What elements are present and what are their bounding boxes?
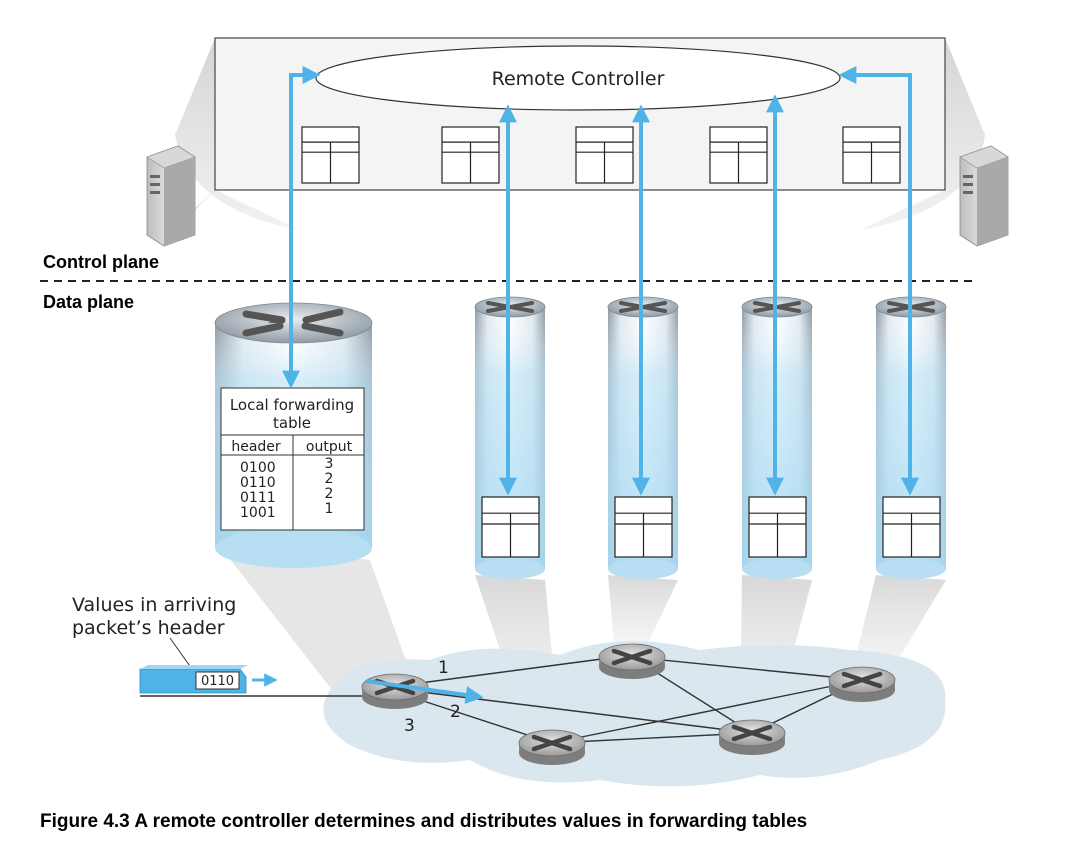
mini-table-icon: [748, 496, 807, 558]
control-arrows: [282, 66, 919, 496]
controller-flare-left: [175, 38, 300, 230]
table-title-line1: Local forwarding: [230, 396, 354, 414]
server-icon: [959, 145, 1009, 247]
router-icon: [518, 729, 586, 765]
router-icon: [598, 643, 666, 679]
local-forwarding-table: Local forwarding table header output 010…: [220, 387, 365, 531]
port-label-2: 2: [450, 702, 461, 722]
table-row-header: 0100: [240, 460, 276, 476]
mini-table-icon: [842, 126, 901, 184]
mini-table-icon: [575, 126, 634, 184]
data-plane-label: Data plane: [43, 292, 134, 312]
network-cloud: [323, 641, 946, 787]
table-title-line2: table: [273, 414, 311, 432]
table-row-header: 0111: [240, 490, 276, 506]
router-icon: [828, 666, 896, 702]
port-label-1: 1: [438, 658, 449, 678]
packet-label-line1: Values in arriving: [72, 594, 236, 616]
mini-table-icon: [709, 126, 768, 184]
mini-table-icon: [882, 496, 941, 558]
figure-caption: Figure 4.3 A remote controller determine…: [40, 811, 808, 832]
router-cylinders-small: [474, 296, 947, 579]
arriving-packet: Values in arriving packet’s header 0110: [72, 594, 278, 694]
mini-table-icon: [614, 496, 673, 558]
port-label-3: 3: [404, 716, 415, 736]
control-plane-label: Control plane: [43, 252, 159, 272]
packet-header-value: 0110: [201, 674, 234, 689]
table-rows: 0100 3 0110 2 0111 2 1001 1: [240, 456, 333, 521]
table-row-header: 0110: [240, 475, 276, 491]
router-icon: [242, 308, 344, 337]
router-icon: [361, 673, 429, 709]
router-icon: [718, 719, 786, 755]
table-row-output: 2: [325, 486, 334, 502]
table-col-output: output: [306, 439, 353, 455]
remote-controller-label: Remote Controller: [492, 68, 665, 90]
mini-table-icon: [441, 126, 500, 184]
forwarding-arrow: [365, 679, 484, 704]
table-row-output: 2: [325, 471, 334, 487]
table-row-output: 1: [325, 501, 334, 517]
packet-label-line2: packet’s header: [72, 617, 225, 639]
controller-flare-right: [860, 38, 985, 230]
server-icon: [146, 145, 196, 247]
table-row-header: 1001: [240, 505, 276, 521]
mini-table-icon: [301, 126, 360, 184]
table-col-header: header: [231, 439, 281, 455]
mini-table-icon: [481, 496, 540, 558]
table-row-output: 3: [325, 456, 334, 472]
